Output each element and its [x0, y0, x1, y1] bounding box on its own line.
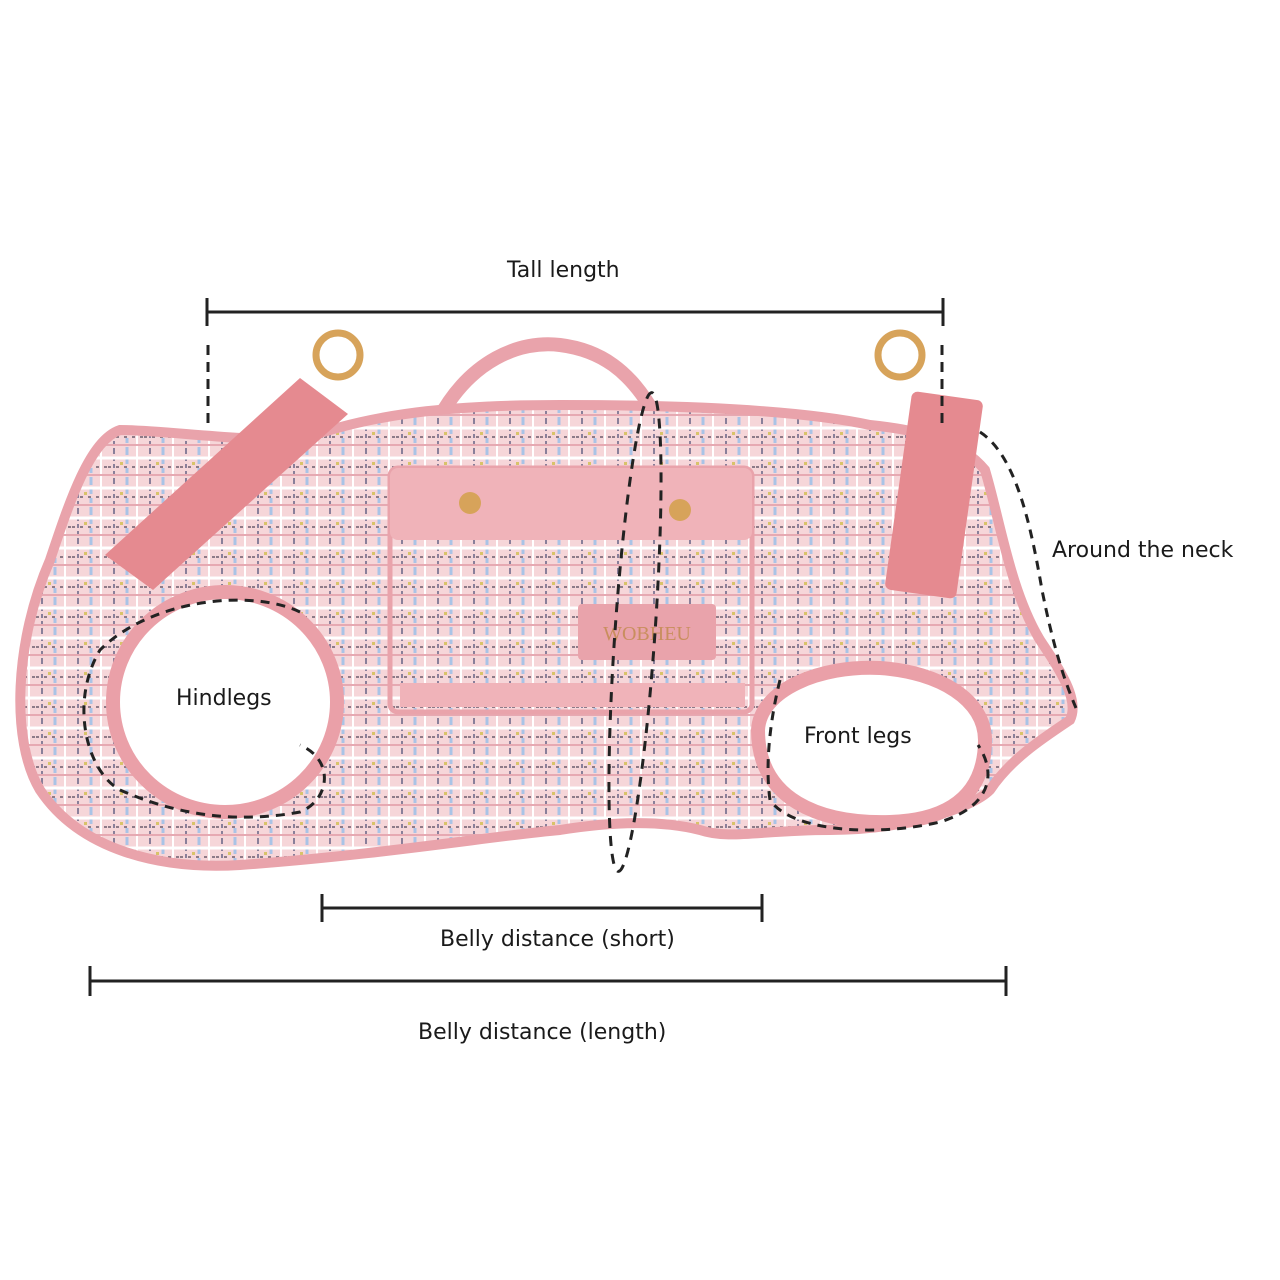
hindleg-hole [106, 585, 344, 819]
brand-badge [578, 604, 716, 660]
brand-badge-text: WOBHEU [603, 623, 691, 645]
label-around-neck: Around the neck [1052, 538, 1234, 563]
pocket-band [400, 683, 745, 707]
label-hindlegs: Hindlegs [176, 686, 272, 711]
rear-d-ring-icon [312, 329, 364, 381]
measurement-guides [82, 298, 1078, 996]
handle[interactable] [431, 337, 662, 427]
rear-strap [105, 378, 348, 590]
label-tall-length: Tall length [507, 258, 620, 283]
front-strap [885, 391, 983, 599]
snap-button-icon [459, 492, 481, 514]
front-d-ring-icon [874, 329, 926, 381]
front-leg-hole [750, 660, 993, 830]
pocket-flap [390, 468, 752, 540]
label-belly-short: Belly distance (short) [440, 927, 675, 952]
label-belly-length: Belly distance (length) [418, 1020, 667, 1045]
snap-button-icon [669, 499, 691, 521]
label-front-legs: Front legs [804, 724, 912, 749]
